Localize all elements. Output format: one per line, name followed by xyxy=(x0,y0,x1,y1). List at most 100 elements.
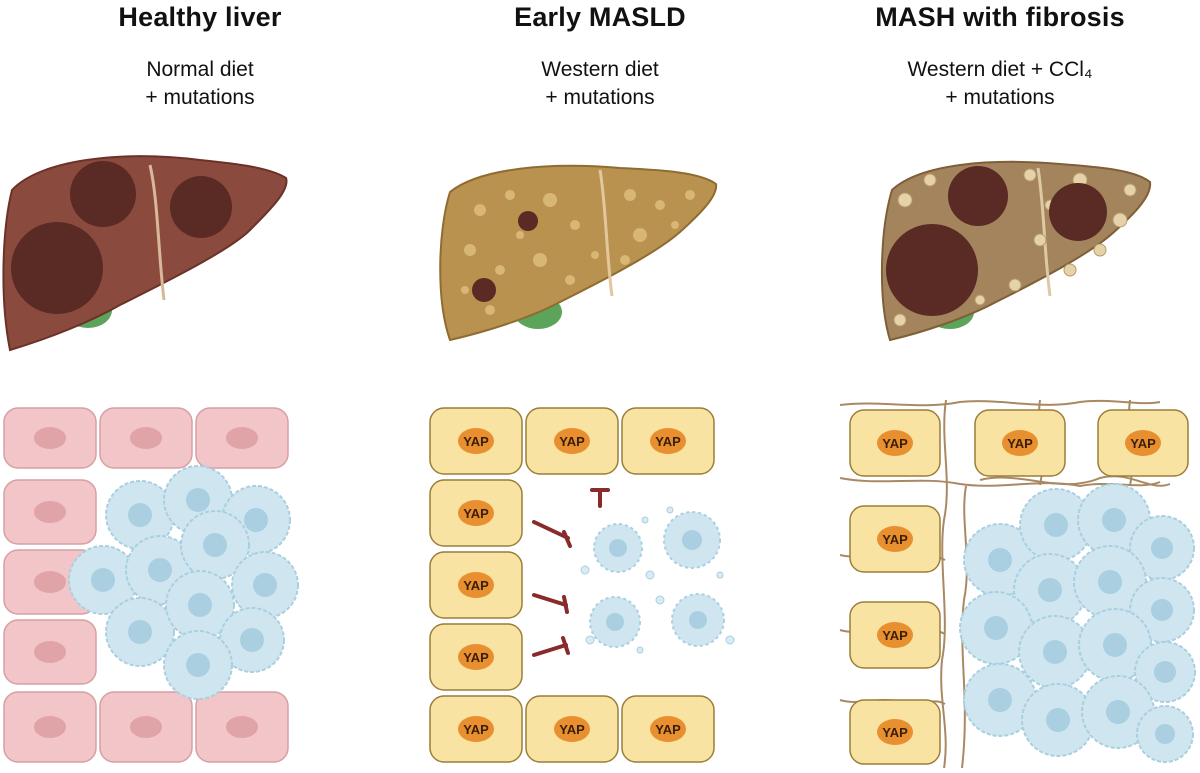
tumor-nucleus xyxy=(128,503,152,527)
tumor-nucleus xyxy=(984,616,1008,640)
subtitle-line-1: Western diet xyxy=(541,58,659,81)
tumor-nucleus xyxy=(1098,570,1122,594)
tumor-nucleus xyxy=(689,611,707,629)
tumor-nucleus xyxy=(1046,708,1070,732)
nucleus xyxy=(34,716,66,738)
early-masld-figure: YAP YAP YAP YAP YAP YAP YAP YAP xyxy=(429,164,735,763)
yap-nucleus xyxy=(650,428,686,454)
tumor-nucleus xyxy=(1038,578,1062,602)
tumor-nucleus xyxy=(186,653,210,677)
column-title: Healthy liver xyxy=(118,2,282,32)
yap-nucleus xyxy=(458,428,494,454)
tumor-nucleus xyxy=(1106,700,1130,724)
tumor-nucleus xyxy=(240,628,264,652)
tumor-nodule xyxy=(1049,183,1107,241)
tumor-nucleus xyxy=(682,530,702,550)
column-subtitle: Western diet + mutations xyxy=(400,56,800,112)
yap-nucleus xyxy=(1002,430,1038,456)
tumor-nucleus xyxy=(1151,537,1173,559)
tumor-nucleus xyxy=(148,558,172,582)
fibrosis-fiber xyxy=(940,399,948,769)
inhibition-arrow xyxy=(532,643,568,657)
tumor-nucleus xyxy=(1043,640,1067,664)
yap-label: YAP xyxy=(882,725,908,740)
yap-nucleus xyxy=(877,526,913,552)
yap-label: YAP xyxy=(463,722,489,737)
ligament xyxy=(598,169,614,297)
tumor-nodule xyxy=(886,224,978,316)
tumor-nodule xyxy=(70,161,136,227)
column-subtitle: Normal diet + mutations xyxy=(0,56,400,112)
liver-illustration xyxy=(880,160,1152,342)
yap-nucleus xyxy=(458,644,494,670)
fibrosis-fiber xyxy=(979,475,1171,487)
yap-nucleus xyxy=(554,716,590,742)
tumor-nucleus xyxy=(609,539,627,557)
yap-label: YAP xyxy=(559,434,585,449)
fat-droplets xyxy=(461,189,695,315)
tumor-cell-mass xyxy=(959,483,1196,763)
column-title: Early MASLD xyxy=(514,2,686,32)
inhibition-arrow-bar xyxy=(561,636,570,655)
liver-illustration xyxy=(2,155,288,352)
yap-label: YAP xyxy=(655,722,681,737)
healthy-liver-figure xyxy=(2,155,299,763)
yap-nucleus xyxy=(458,572,494,598)
liver-illustration xyxy=(439,164,718,342)
tumor-nodule xyxy=(518,211,538,231)
inhibition-arrow-bar xyxy=(562,595,569,614)
subtitle-line-1: Western diet + CCl₄ xyxy=(907,58,1093,81)
tumor-nucleus xyxy=(1154,661,1176,683)
inhibition-arrow-bar xyxy=(562,530,572,548)
tumor-nucleus xyxy=(606,613,624,631)
yap-nucleus xyxy=(877,430,913,456)
tumor-nucleus xyxy=(988,688,1012,712)
tumor-nucleus xyxy=(188,593,212,617)
tumor-nucleus xyxy=(253,573,277,597)
tumor-nucleus xyxy=(186,488,210,512)
subtitle-line-2: + mutations xyxy=(145,86,255,109)
tumor-nucleus xyxy=(1102,508,1126,532)
tumor-cell-cluster xyxy=(68,465,299,700)
yap-nucleus xyxy=(877,622,913,648)
liver-shape xyxy=(439,164,718,342)
tumor-nucleus xyxy=(203,533,227,557)
column-early-masld: Early MASLD Western diet + mutations YAP xyxy=(400,0,800,773)
tumor-nucleus xyxy=(128,620,152,644)
column-title: MASH with fibrosis xyxy=(875,2,1125,32)
column-mash-fibrosis: MASH with fibrosis Western diet + CCl₄ +… xyxy=(800,0,1200,773)
yap-label: YAP xyxy=(655,434,681,449)
tumor-nodule xyxy=(170,176,232,238)
yap-label: YAP xyxy=(1007,436,1033,451)
tumor-nucleus xyxy=(988,548,1012,572)
column-healthy-liver: Healthy liver Normal diet + mutations xyxy=(0,0,400,773)
fragmented-tumor-cells xyxy=(580,506,735,654)
nucleus xyxy=(130,716,162,738)
nucleus xyxy=(34,501,66,523)
nucleus xyxy=(226,427,258,449)
yap-nucleus xyxy=(554,428,590,454)
nucleus xyxy=(34,571,66,593)
nucleus xyxy=(130,427,162,449)
yap-label: YAP xyxy=(882,436,908,451)
yap-nucleus xyxy=(650,716,686,742)
yap-nucleus xyxy=(458,500,494,526)
steatotic-hepatocytes: YAP YAP YAP YAP YAP YAP YAP YAP xyxy=(429,407,715,763)
column-subtitle: Western diet + CCl₄ + mutations xyxy=(800,56,1200,112)
ligament xyxy=(1036,167,1052,297)
tumor-nucleus xyxy=(1151,599,1173,621)
subtitle-line-1: Normal diet xyxy=(146,58,254,81)
yap-label: YAP xyxy=(882,628,908,643)
inhibition-arrow xyxy=(532,520,570,540)
cell-debris xyxy=(580,506,735,654)
mash-fibrosis-figure: YAP YAP YAP YAP YAP YAP xyxy=(839,160,1196,769)
fibrosis-fiber xyxy=(961,485,968,769)
yap-nucleus xyxy=(877,719,913,745)
yap-label: YAP xyxy=(1130,436,1156,451)
tumor-nucleus xyxy=(91,568,115,592)
tumor-nodule xyxy=(11,222,103,314)
subtitle-line-2: + mutations xyxy=(945,86,1055,109)
yap-label: YAP xyxy=(463,434,489,449)
nucleus xyxy=(34,427,66,449)
subtitle-line-2: + mutations xyxy=(545,86,655,109)
